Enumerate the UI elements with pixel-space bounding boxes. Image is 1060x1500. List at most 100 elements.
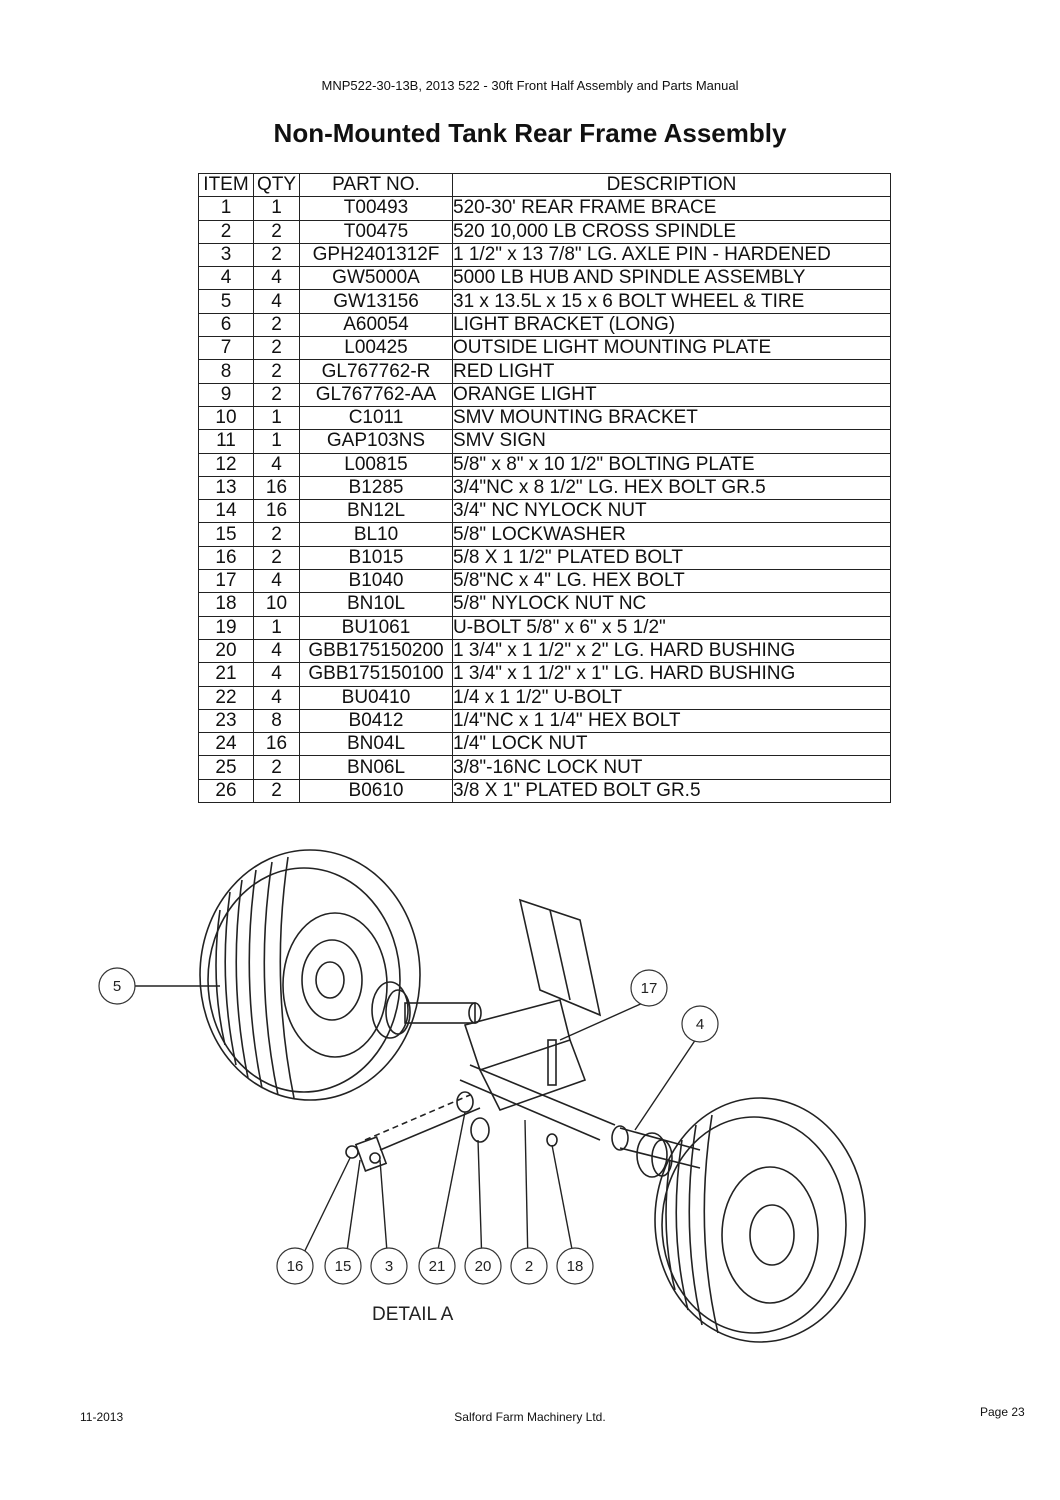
- description-cell: 5/8 X 1 1/2" PLATED BOLT: [452, 545, 891, 571]
- svg-text:20: 20: [475, 1258, 492, 1275]
- description-cell: 31 x 13.5L x 15 x 6 BOLT WHEEL & TIRE: [452, 289, 891, 314]
- qty-cell: 4: [253, 662, 300, 687]
- part-no-cell: BN06L: [299, 755, 453, 780]
- qty-cell: 1: [253, 196, 300, 221]
- part-no-cell: GL767762-R: [299, 359, 453, 384]
- part-no-cell: GL767762-AA: [299, 382, 453, 407]
- callout-18: 18: [556, 1247, 594, 1285]
- item-cell: 18: [198, 592, 254, 617]
- column-header-part-no: PART NO.: [299, 172, 453, 198]
- axle-pin-detail: [345, 1039, 558, 1172]
- qty-cell: 4: [253, 266, 300, 291]
- callout-5: 5: [98, 967, 136, 1005]
- description-cell: 3/4" NC NYLOCK NUT: [452, 499, 891, 524]
- description-cell: 3/8 X 1" PLATED BOLT GR.5: [452, 778, 891, 804]
- description-cell: OUTSIDE LIGHT MOUNTING PLATE: [452, 336, 891, 361]
- description-cell: 5/8"NC x 4" LG. HEX BOLT: [452, 569, 891, 594]
- part-no-cell: BN10L: [299, 592, 453, 617]
- part-no-cell: BU1061: [299, 615, 453, 640]
- description-cell: 3/8"-16NC LOCK NUT: [452, 755, 891, 780]
- part-no-cell: GBB175150200: [299, 638, 453, 664]
- callout-15: 15: [324, 1247, 362, 1285]
- assembly-drawing: 5 17 4 16 15 3 21 20 2 18 DETAIL A: [98, 849, 866, 1343]
- svg-text:15: 15: [335, 1258, 352, 1275]
- item-cell: 9: [198, 382, 254, 407]
- frame-brace: [463, 898, 602, 1111]
- callout-2: 2: [510, 1247, 548, 1285]
- part-no-cell: B1285: [299, 475, 453, 501]
- item-cell: 6: [198, 312, 254, 338]
- document-header: MNP522-30-13B, 2013 522 - 30ft Front Hal…: [321, 78, 739, 93]
- qty-cell: 4: [253, 452, 300, 477]
- column-header-description: DESCRIPTION: [452, 172, 891, 198]
- qty-cell: 4: [253, 685, 300, 710]
- item-cell: 10: [198, 405, 254, 431]
- part-no-cell: B1015: [299, 545, 453, 571]
- item-cell: 8: [198, 359, 254, 384]
- description-cell: LIGHT BRACKET (LONG): [452, 312, 891, 338]
- description-cell: 5/8" LOCKWASHER: [452, 522, 891, 547]
- part-no-cell: GPH2401312F: [299, 242, 453, 268]
- description-cell: SMV SIGN: [452, 429, 891, 454]
- part-no-cell: GW13156: [299, 289, 453, 314]
- qty-cell: 2: [253, 382, 300, 407]
- qty-cell: 2: [253, 545, 300, 571]
- right-hub: [636, 1132, 673, 1178]
- callout-20: 20: [464, 1247, 502, 1285]
- description-cell: 3/4"NC x 8 1/2" LG. HEX BOLT GR.5: [452, 475, 891, 501]
- qty-cell: 4: [253, 569, 300, 594]
- description-cell: 1/4 x 1 1/2" U-BOLT: [452, 685, 891, 710]
- item-cell: 12: [198, 452, 254, 477]
- item-cell: 14: [198, 499, 254, 524]
- item-cell: 7: [198, 336, 254, 361]
- footer-company: Salford Farm Machinery Ltd.: [454, 1410, 606, 1424]
- svg-text:16: 16: [287, 1258, 304, 1275]
- part-no-cell: T00493: [299, 196, 453, 221]
- qty-cell: 4: [253, 638, 300, 664]
- svg-text:5: 5: [113, 978, 121, 995]
- svg-text:4: 4: [696, 1016, 704, 1033]
- description-cell: 520 10,000 LB CROSS SPINDLE: [452, 219, 891, 244]
- description-cell: 5/8" x 8" x 10 1/2" BOLTING PLATE: [452, 452, 891, 477]
- callout-4: 4: [681, 1005, 719, 1043]
- item-cell: 26: [198, 778, 254, 804]
- part-no-cell: BN12L: [299, 499, 453, 524]
- item-cell: 25: [198, 755, 254, 780]
- right-wheel-tire: [654, 1097, 866, 1343]
- description-cell: 520-30' REAR FRAME BRACE: [452, 196, 891, 221]
- part-no-cell: GW5000A: [299, 266, 453, 291]
- part-no-cell: B0412: [299, 708, 453, 734]
- item-cell: 22: [198, 685, 254, 710]
- qty-cell: 2: [253, 778, 300, 804]
- description-cell: 1 1/2" x 13 7/8" LG. AXLE PIN - HARDENED: [452, 242, 891, 268]
- qty-cell: 8: [253, 708, 300, 734]
- table-header-row: ITEM QTY PART NO. DESCRIPTION: [198, 172, 891, 198]
- qty-cell: 1: [253, 429, 300, 454]
- description-cell: ORANGE LIGHT: [452, 382, 891, 407]
- item-cell: 1: [198, 196, 254, 221]
- item-cell: 16: [198, 545, 254, 571]
- qty-cell: 16: [253, 475, 300, 501]
- footer-date: 11-2013: [80, 1410, 124, 1424]
- callout-17: 17: [630, 969, 668, 1007]
- item-cell: 4: [198, 266, 254, 291]
- item-cell: 23: [198, 708, 254, 734]
- part-no-cell: GBB175150100: [299, 662, 453, 687]
- part-no-cell: BL10: [299, 522, 453, 547]
- qty-cell: 2: [253, 522, 300, 547]
